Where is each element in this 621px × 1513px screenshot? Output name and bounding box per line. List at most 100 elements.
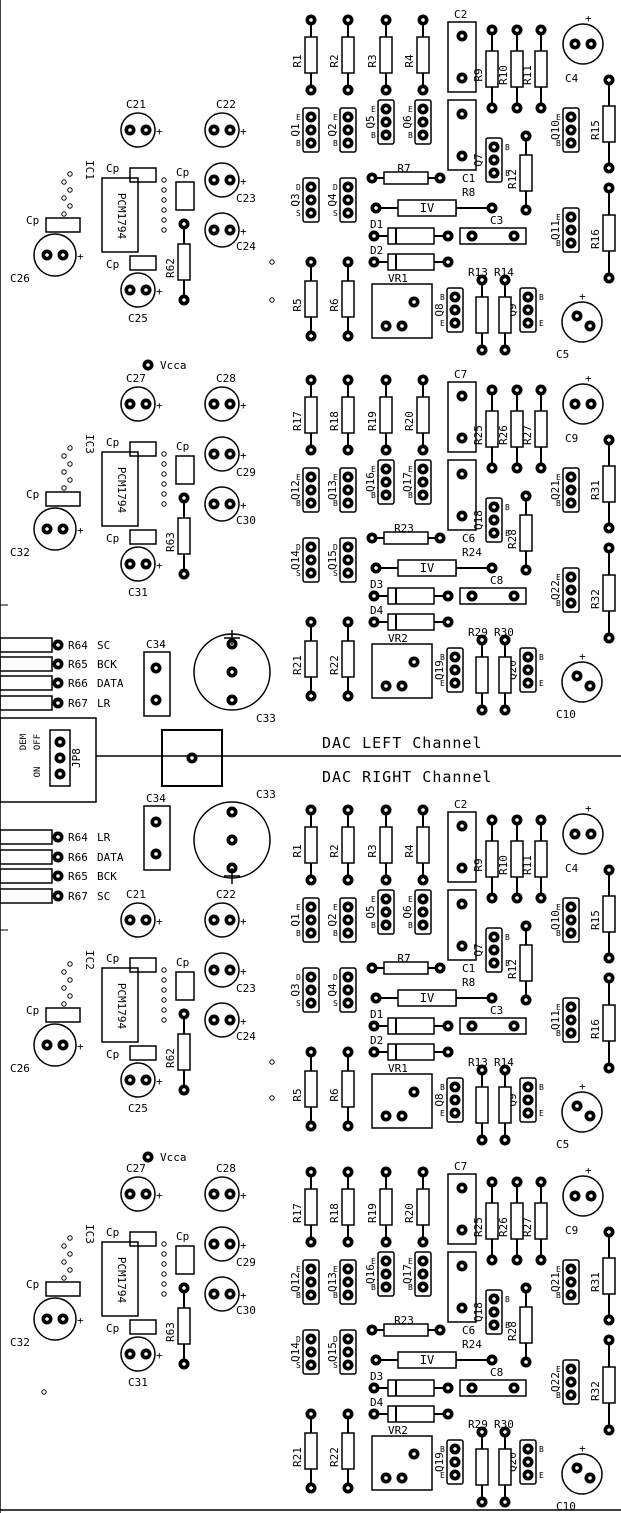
- resistor-label: R23: [394, 522, 414, 535]
- resistor: R1: [291, 14, 318, 96]
- electrolytic-capacitor: +C31: [120, 546, 163, 599]
- transistor-label: Q12: [289, 480, 302, 500]
- connector-signal-label: SC: [97, 890, 110, 903]
- via: [269, 297, 275, 303]
- via: [161, 1291, 167, 1297]
- pad-hole: [526, 295, 530, 299]
- polarity-mark: +: [579, 290, 586, 303]
- pad-hole: [309, 1363, 313, 1367]
- polarity-mark: +: [585, 12, 592, 25]
- pad-hole: [309, 1280, 313, 1284]
- capacitor-label: C5: [556, 1138, 569, 1151]
- pin-label: E: [296, 1265, 301, 1274]
- pad-hole: [182, 496, 186, 500]
- pin-label: B: [408, 921, 413, 930]
- connector-signal-label: DATA: [97, 851, 124, 864]
- via: [67, 203, 73, 209]
- resistor: R22: [328, 616, 355, 702]
- capacitor-label: Cp: [26, 1278, 39, 1291]
- pin-label: B: [408, 491, 413, 500]
- pad-hole: [492, 1323, 496, 1327]
- pad-hole: [512, 234, 516, 238]
- capacitor-label: C31: [128, 586, 148, 599]
- pad-hole: [190, 756, 194, 760]
- pad-hole: [569, 1267, 573, 1271]
- resistor-label: R12: [506, 959, 519, 979]
- ic-label: IC3: [83, 434, 96, 454]
- ic-label: IC3: [83, 1224, 96, 1244]
- pad-hole: [421, 1272, 425, 1276]
- iv-label: IV: [420, 1353, 434, 1367]
- polarity-mark: +: [156, 285, 163, 298]
- film-capacitor: C34: [143, 638, 171, 717]
- cp-capacitor: [129, 1045, 157, 1061]
- pad-hole: [569, 128, 573, 132]
- pad-hole: [384, 684, 388, 688]
- pin-label: E: [371, 465, 376, 474]
- transistor-label: Q2: [326, 913, 339, 926]
- connector-signal-label: SC: [97, 639, 110, 652]
- pin-label: E: [296, 113, 301, 122]
- cp-capacitor: [129, 441, 157, 457]
- pad-hole: [309, 18, 313, 22]
- diode-label: D2: [370, 244, 383, 257]
- cp-capacitor: [129, 957, 157, 973]
- pad-hole: [45, 527, 49, 531]
- via: [269, 1059, 275, 1065]
- transistor-label: Q6: [401, 905, 414, 918]
- via: [161, 451, 167, 457]
- pad-hole: [446, 1386, 450, 1390]
- via: [269, 259, 275, 265]
- capacitor-label: C10: [556, 708, 576, 721]
- capacitor-label: C2: [454, 8, 467, 21]
- pad-hole: [309, 1486, 313, 1490]
- transistor-label: Q6: [401, 115, 414, 128]
- diode: D2: [368, 1034, 454, 1061]
- electrolytic-capacitor: C33: [193, 633, 276, 725]
- pin-label: B: [505, 503, 510, 512]
- via: [161, 227, 167, 233]
- pad-hole: [45, 1043, 49, 1047]
- pad-hole: [607, 1318, 611, 1322]
- channel-title-right: DAC RIGHT Channel: [322, 768, 493, 786]
- via: [161, 471, 167, 477]
- pad-hole: [309, 128, 313, 132]
- connector-signal-label: BCK: [97, 870, 117, 883]
- pad-hole: [573, 832, 577, 836]
- vcca-label: Vcca: [160, 359, 187, 372]
- capacitor-label: C21: [126, 98, 146, 111]
- resistor-label: R9: [472, 858, 485, 871]
- pad-hole: [128, 562, 132, 566]
- via: [161, 987, 167, 993]
- transistor-label: Q14: [289, 550, 302, 570]
- pad-hole: [309, 1240, 313, 1244]
- trimmer-outline: [371, 1435, 433, 1491]
- capacitor-label: C34: [146, 792, 166, 805]
- via: [161, 501, 167, 507]
- resistor: R21: [291, 1408, 318, 1494]
- pad-hole: [460, 436, 464, 440]
- transistor-label: Q15: [326, 1342, 339, 1362]
- pad-hole: [309, 905, 313, 909]
- pin-label: B: [539, 1445, 544, 1454]
- pad-hole: [212, 1292, 216, 1296]
- resistor: R32: [589, 542, 616, 644]
- pad-hole: [453, 1098, 457, 1102]
- pad-hole: [372, 1386, 376, 1390]
- pad-hole: [569, 1280, 573, 1284]
- pad-hole: [492, 171, 496, 175]
- via: [161, 1007, 167, 1013]
- capacitor-label: Cp: [26, 1004, 39, 1017]
- pad-hole: [412, 300, 416, 304]
- diode: D4: [368, 604, 454, 631]
- capacitor-label: C2: [454, 798, 467, 811]
- pad-hole: [56, 681, 60, 685]
- pad-hole: [421, 1170, 425, 1174]
- vcca-marker: Vcca: [142, 359, 187, 372]
- pad-hole: [384, 808, 388, 812]
